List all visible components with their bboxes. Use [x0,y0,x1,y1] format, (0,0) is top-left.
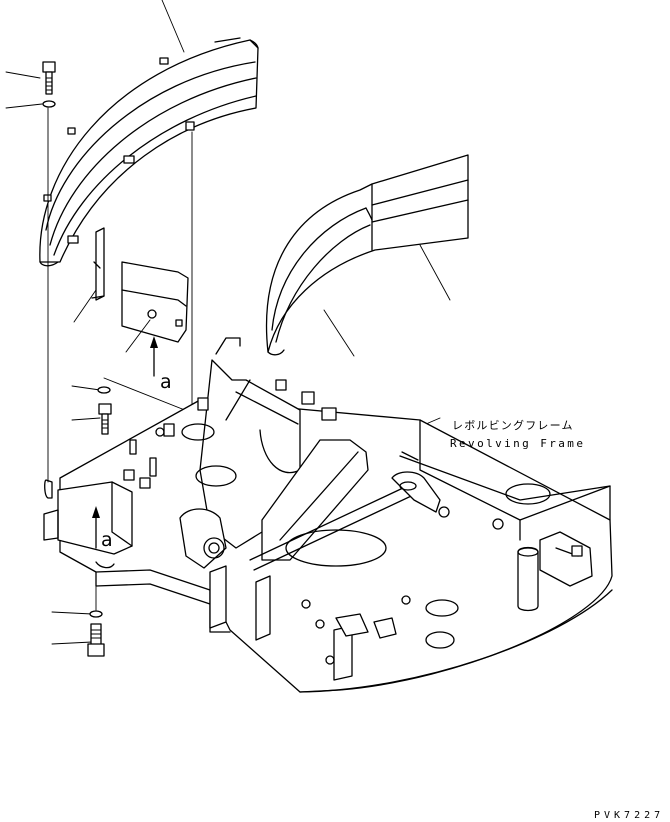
left-fender-cover [39,37,259,267]
view-arrow-lower [92,506,100,549]
view-arrow-upper [150,336,158,377]
right-fender-cover [266,154,469,356]
washer-lower-left [89,610,103,618]
clip-bracket [91,227,105,301]
view-ref-upper: a [160,371,172,393]
frame-label-english: Revolving Frame [450,437,585,450]
washer-upper-left [42,100,56,108]
drawing-code: PVK7227 [594,810,664,821]
cover-plate-upper [121,261,189,343]
view-ref-lower: a [101,529,113,551]
bolt-lower-left [87,623,105,657]
bolt-upper-left [42,61,56,95]
frame-label-japanese: レボルビングフレーム [452,418,574,432]
washer-mid-left [97,386,111,394]
bolt-mid-left [98,403,112,435]
revolving-frame [43,337,613,693]
